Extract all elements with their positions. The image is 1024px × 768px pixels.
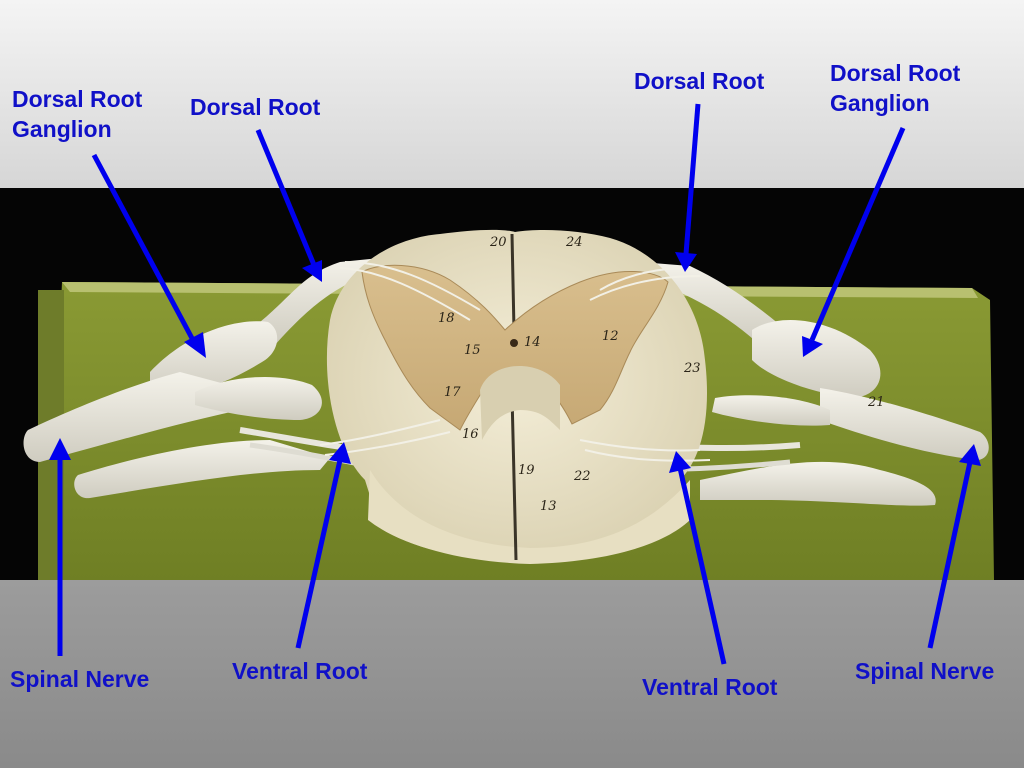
model-number: 19: [518, 463, 535, 478]
arrow-vr-left: [295, 459, 343, 649]
cord-front-face: [368, 470, 690, 564]
model-number: 20: [489, 235, 507, 250]
cord-gray-matter: [361, 264, 669, 431]
background-bottom: [0, 580, 1024, 768]
arrow-drg-left: [91, 153, 197, 344]
right-ganglion: [752, 319, 881, 398]
pointer-arrows: [49, 103, 981, 665]
left-lower-nerve: [74, 440, 330, 499]
background-top: [0, 0, 1024, 188]
left-dorsal-root-bundle: [250, 258, 382, 345]
left-spinal-nerve: [23, 372, 250, 462]
label-dorsal-root-ganglion-right: Dorsal Root Ganglion: [830, 60, 961, 116]
arrow-dr-right: [683, 103, 701, 255]
right-spinal-nerve: [820, 388, 989, 460]
model-number: 23: [683, 361, 701, 376]
model-number: 17: [444, 385, 461, 400]
right-lower-nerve: [700, 461, 936, 506]
label-dorsal-root-left: Dorsal Root: [190, 94, 321, 120]
arrow-dr-left: [255, 129, 317, 266]
model-number: 21: [867, 395, 885, 410]
label-ventral-root-right: Ventral Root: [642, 674, 778, 700]
model-numbers: 20 24 18 12 15 14 23 17 16 21 19 22 13: [438, 235, 885, 514]
cord-median-fissure: [510, 233, 518, 561]
arrow-drg-right: [809, 127, 906, 341]
arrow-vr-right: [677, 467, 727, 665]
model-number: 18: [438, 311, 455, 326]
model-number: 24: [565, 235, 583, 250]
left-nerves: [23, 258, 391, 499]
right-ventral-root-bundle: [712, 395, 830, 426]
model-number: 16: [462, 427, 479, 442]
label-ventral-root-left: Ventral Root: [232, 658, 368, 684]
label-spinal-nerve-right: Spinal Nerve: [855, 658, 995, 684]
model-number: 12: [602, 329, 619, 344]
arrow-sn-right: [927, 461, 973, 649]
model-number: 14: [524, 335, 541, 350]
root-fibers: [319, 261, 711, 462]
central-canal: [510, 339, 518, 347]
label-dorsal-root-ganglion-left: Dorsal Root Ganglion: [12, 86, 143, 142]
label-spinal-nerve-left: Spinal Nerve: [10, 666, 150, 692]
label-dorsal-root-right: Dorsal Root: [634, 68, 765, 94]
model-number: 13: [540, 499, 557, 514]
model-number: 15: [464, 343, 481, 358]
central-groove: [480, 366, 560, 440]
left-ventral-root-bundle: [195, 376, 322, 420]
model-number: 22: [573, 469, 591, 484]
